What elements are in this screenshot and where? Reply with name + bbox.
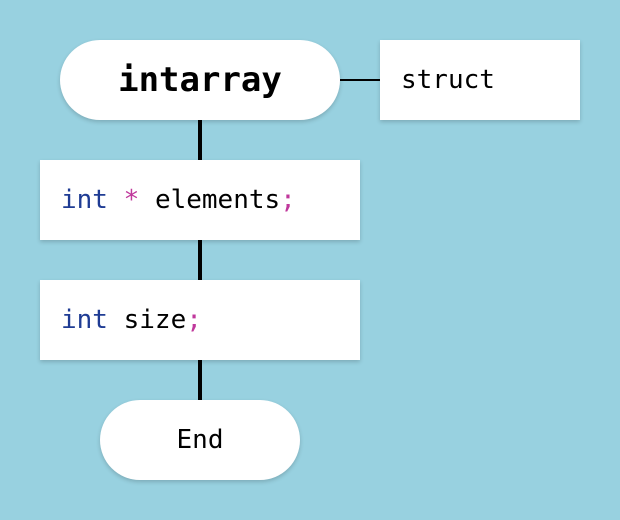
- end-label: End: [176, 425, 224, 455]
- connector-field-2-to-end: [198, 360, 202, 400]
- field-node-elements: int * elements;: [40, 160, 360, 240]
- connector-title-to-annotation: [340, 79, 380, 81]
- struct-title-label: intarray: [118, 60, 282, 100]
- struct-annotation-label: struct: [401, 65, 495, 95]
- field-type: int: [61, 305, 108, 335]
- field-name: size: [123, 305, 187, 335]
- struct-title-node: intarray: [60, 40, 340, 120]
- field-terminator: ;: [186, 305, 202, 335]
- field-node-size: int size;: [40, 280, 360, 360]
- struct-annotation-node: struct: [380, 40, 580, 120]
- connector-title-to-field-1: [198, 120, 202, 160]
- field-pointer-operator: *: [123, 185, 140, 215]
- connector-field-1-to-field-2: [198, 240, 202, 280]
- field-terminator: ;: [280, 185, 296, 215]
- end-node: End: [100, 400, 300, 480]
- field-type: int: [61, 185, 108, 215]
- field-name: elements: [154, 185, 281, 215]
